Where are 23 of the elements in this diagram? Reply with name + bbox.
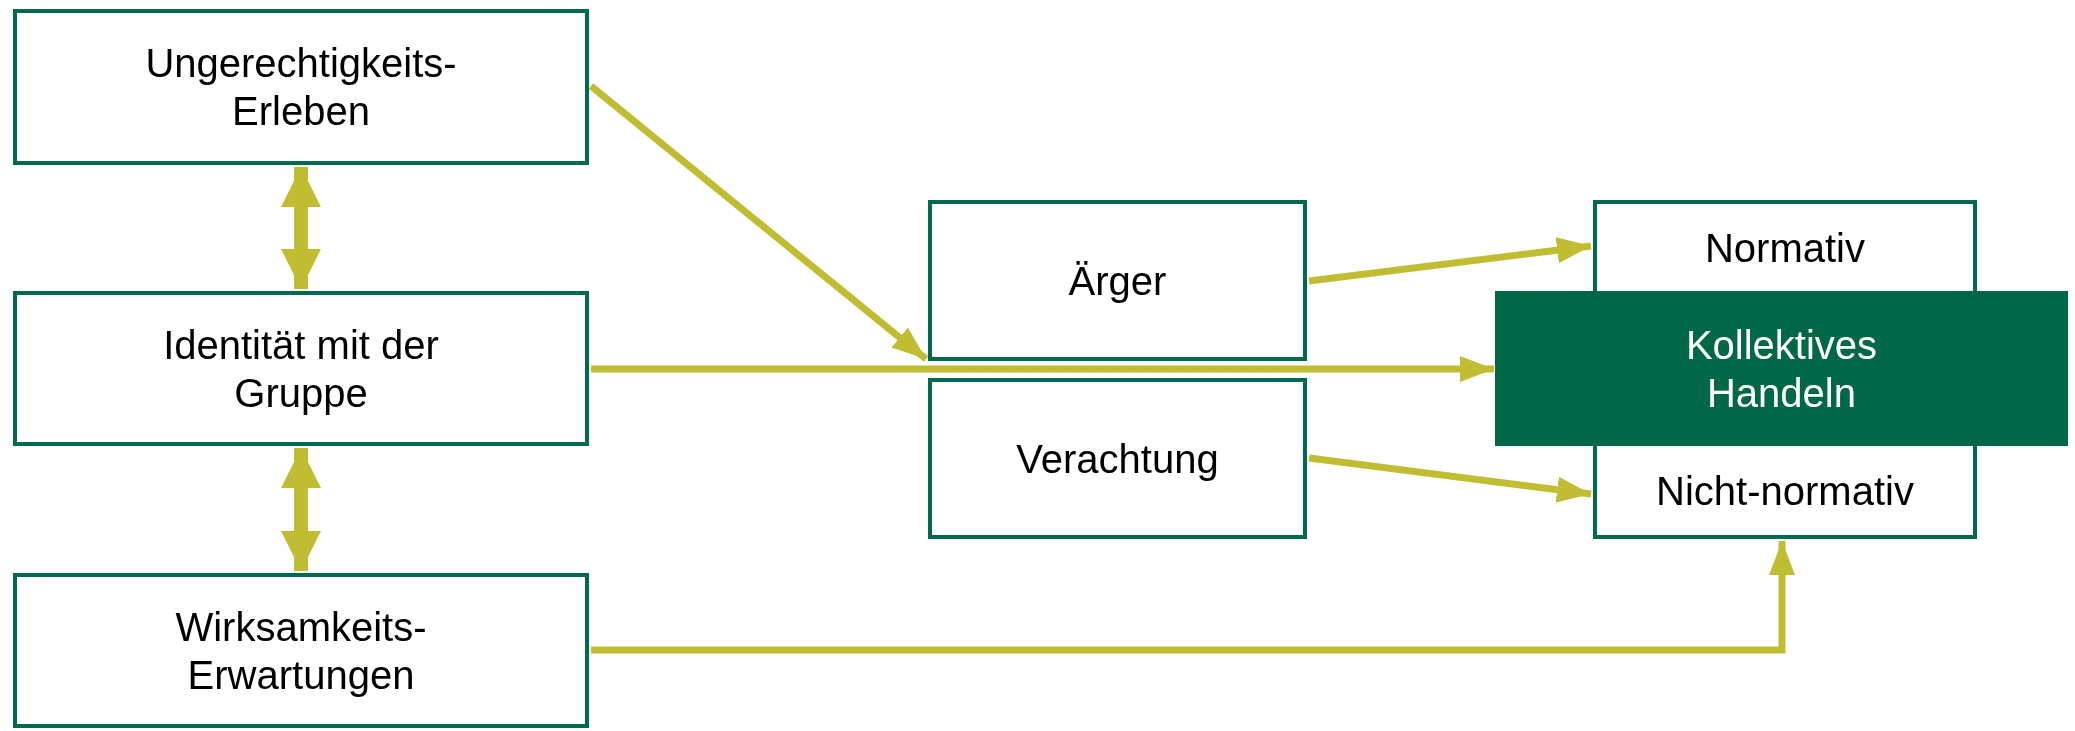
process-box (928, 378, 1307, 539)
arrow (588, 83, 929, 362)
node-label: Ungerechtigkeits- Erleben (144, 40, 458, 135)
node-label: Verachtung (1016, 435, 1219, 483)
node-label: Identität mit der Gruppe (162, 321, 440, 417)
highlight-band (1495, 291, 2068, 446)
process-box (928, 200, 1307, 361)
node-label: Wirksamkeits- Erwartungen (174, 603, 428, 699)
arrow (281, 167, 321, 289)
process-box (13, 573, 589, 728)
node-label: Normativ (1705, 224, 1865, 272)
process-box (13, 9, 589, 165)
node-label: Kollektives Handeln (1684, 321, 1879, 417)
process-box (1593, 446, 1977, 539)
arrow (1308, 454, 1592, 503)
node-label: Ärger (1068, 257, 1167, 305)
arrow (281, 448, 321, 571)
arrow (591, 356, 1494, 382)
arrow (1308, 237, 1592, 285)
process-box (13, 291, 589, 446)
arrow (591, 541, 1795, 654)
node-label: Nicht-normativ (1656, 467, 1914, 515)
process-box (1593, 200, 1977, 291)
